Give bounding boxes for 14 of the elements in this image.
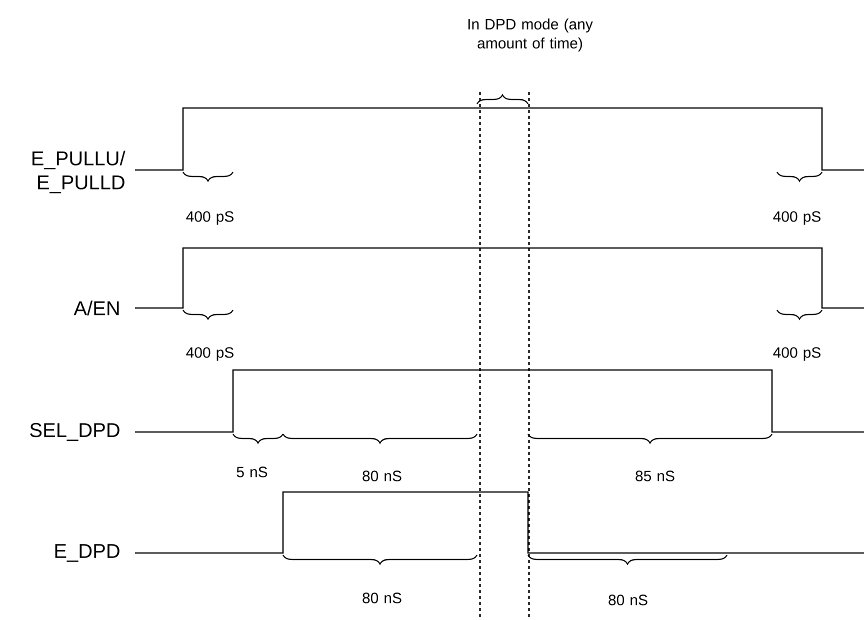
signal-label: E_DPD	[55, 544, 120, 562]
signal-label: A/EN	[74, 300, 119, 316]
timing-label: 80 nS	[362, 470, 402, 482]
signal-label: SEL_DPD	[30, 423, 120, 441]
timing-label: 80 nS	[608, 594, 648, 606]
timing-label: 400 pS	[773, 347, 820, 361]
timing-label: 5 nS	[236, 466, 268, 478]
timing-label: 400 pS	[186, 211, 234, 225]
timing-label: 80 nS	[362, 592, 402, 604]
timing-label: 400 pS	[186, 347, 234, 361]
timing-label: 400 pS	[773, 211, 820, 225]
annotation: In DPD mode (any amount of time)	[468, 18, 593, 52]
signal-label: E_PULLU/ E_PULLD	[32, 150, 126, 194]
timing-label: 85 nS	[636, 470, 674, 482]
